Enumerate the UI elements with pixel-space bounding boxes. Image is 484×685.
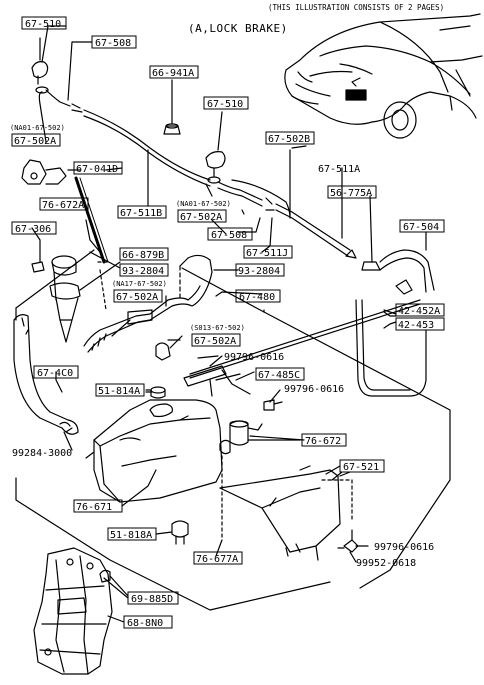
svg-text:67-502A: 67-502A xyxy=(180,212,222,223)
part-label-67-502B[interactable]: 67-502B xyxy=(265,131,315,145)
part-label-68-8N0[interactable]: 68-8N0 xyxy=(123,615,173,629)
part-label-67-521[interactable]: 67-521 xyxy=(339,459,385,473)
part-label-67-511B[interactable]: 67-511B xyxy=(117,205,167,219)
svg-text:68-8N0: 68-8N0 xyxy=(127,618,163,629)
svg-text:66-941A: 66-941A xyxy=(152,68,194,79)
part-note-s013: (S013-67-502) xyxy=(190,324,245,332)
svg-text:42-453: 42-453 xyxy=(398,320,434,331)
part-label-67-502A-filler[interactable]: 67-502A xyxy=(113,289,163,303)
diagram-title: (A,LOCK BRAKE) xyxy=(188,22,288,35)
washer-tank-icon xyxy=(85,399,223,503)
washer-pump-icon xyxy=(229,420,301,446)
svg-text:67-041D: 67-041D xyxy=(76,164,118,175)
part-label-42-452A[interactable]: 42-452A xyxy=(395,303,445,317)
part-label-66-941A[interactable]: 66-941A xyxy=(149,65,199,79)
svg-text:76-677A: 76-677A xyxy=(196,554,238,565)
part-label-67-510-center[interactable]: 67-510 xyxy=(203,96,249,110)
part-label-67-504[interactable]: 67-504 xyxy=(399,219,445,233)
part-label-76-672A[interactable]: 76-672A xyxy=(39,197,89,211)
part-label-67-480[interactable]: 67-480 xyxy=(235,289,281,303)
bracket-icon xyxy=(21,159,81,185)
part-note-na17: (NA17-67-502) xyxy=(112,280,167,288)
part-label-99284-3000[interactable]: 99284-3000 xyxy=(12,448,72,459)
part-label-76-677A[interactable]: 76-677A xyxy=(193,551,243,565)
part-label-67-508-center[interactable]: 67-508 xyxy=(207,227,253,241)
part-label-67-502A-s013[interactable]: 67-502A xyxy=(191,333,241,347)
part-label-66-879B[interactable]: 66-879B xyxy=(119,247,169,261)
svg-text:76-671: 76-671 xyxy=(76,502,112,513)
part-label-67-510[interactable]: 67-510 xyxy=(21,16,67,30)
part-label-56-775A[interactable]: 56-775A xyxy=(327,185,377,199)
svg-text:76-672: 76-672 xyxy=(305,436,341,447)
part-note-na01-center: (NA01-67-502) xyxy=(176,200,231,208)
part-label-67-502A-left[interactable]: 67-502A xyxy=(11,133,61,147)
part-label-67-306[interactable]: 67-306 xyxy=(11,221,57,235)
svg-text:67-510: 67-510 xyxy=(25,19,61,30)
svg-text:67-508: 67-508 xyxy=(95,38,131,49)
svg-text:42-452A: 42-452A xyxy=(398,306,440,317)
svg-text:67-511B: 67-511B xyxy=(120,208,162,219)
part-label-51-814A[interactable]: 51-814A xyxy=(95,383,145,397)
part-label-67-041D[interactable]: 67-041D xyxy=(73,161,123,175)
shield-icon xyxy=(33,547,113,675)
svg-text:66-879B: 66-879B xyxy=(122,250,164,261)
part-label-99796-0616-c[interactable]: 99796-0616 xyxy=(374,542,434,553)
part-label-76-672[interactable]: 76-672 xyxy=(301,433,347,447)
part-note-na01: (NA01-67-502) xyxy=(10,124,65,132)
svg-text:67-502B: 67-502B xyxy=(268,134,310,145)
svg-text:76-672A: 76-672A xyxy=(42,200,84,211)
car-icon xyxy=(284,13,483,139)
washer-nozzle-icon xyxy=(31,37,49,94)
part-label-99796-0616-b[interactable]: 99796-0616 xyxy=(284,384,344,395)
svg-text:67-502A: 67-502A xyxy=(14,136,56,147)
part-label-51-818A[interactable]: 51-818A xyxy=(107,527,157,541)
part-label-99952-0618[interactable]: 99952-0618 xyxy=(356,558,416,569)
part-label-69-885D[interactable]: 69-885D xyxy=(127,591,179,605)
bracket-icon xyxy=(183,365,255,397)
svg-text:67-508: 67-508 xyxy=(211,230,247,241)
bracket-icon xyxy=(219,469,351,561)
svg-text:67-4C0: 67-4C0 xyxy=(37,368,73,379)
part-label-67-508[interactable]: 67-508 xyxy=(91,35,137,49)
part-label-67-511A[interactable]: 67-511A xyxy=(318,164,360,175)
part-label-76-671[interactable]: 76-671 xyxy=(73,499,123,513)
part-label-42-453[interactable]: 42-453 xyxy=(395,317,445,331)
svg-text:67-521: 67-521 xyxy=(343,462,379,473)
labels: (THIS ILLUSTRATION CONSISTS OF 2 PAGES) … xyxy=(10,3,445,629)
svg-text:93-2804: 93-2804 xyxy=(122,266,164,277)
svg-text:93-2804: 93-2804 xyxy=(238,266,280,277)
svg-text:67-504: 67-504 xyxy=(403,222,439,233)
part-label-93-2804[interactable]: 93-2804 xyxy=(119,263,169,277)
svg-text:67-502A: 67-502A xyxy=(194,336,236,347)
part-label-67-4C0[interactable]: 67-4C0 xyxy=(33,365,79,379)
svg-text:67-502A: 67-502A xyxy=(116,292,158,303)
part-label-67-485C[interactable]: 67-485C xyxy=(255,367,305,381)
part-label-93-2804-right[interactable]: 93-2804 xyxy=(235,263,285,277)
part-label-67-502A-center[interactable]: 67-502A xyxy=(177,209,227,223)
washer-nozzle-icon xyxy=(205,111,226,184)
svg-text:51-818A: 51-818A xyxy=(110,530,152,541)
svg-text:67-306: 67-306 xyxy=(15,224,51,235)
svg-text:67-480: 67-480 xyxy=(239,292,275,303)
part-label-67-511J[interactable]: 67-511J xyxy=(243,245,293,259)
svg-text:67-511J: 67-511J xyxy=(246,248,288,259)
svg-text:67-485C: 67-485C xyxy=(258,370,300,381)
svg-text:69-885D: 69-885D xyxy=(131,594,173,605)
svg-text:56-775A: 56-775A xyxy=(330,188,372,199)
svg-text:67-510: 67-510 xyxy=(207,99,243,110)
svg-text:51-814A: 51-814A xyxy=(98,386,140,397)
part-label-99796-0616-a[interactable]: 99796-0616 xyxy=(224,352,284,363)
illustration-note: (THIS ILLUSTRATION CONSISTS OF 2 PAGES) xyxy=(268,3,444,12)
